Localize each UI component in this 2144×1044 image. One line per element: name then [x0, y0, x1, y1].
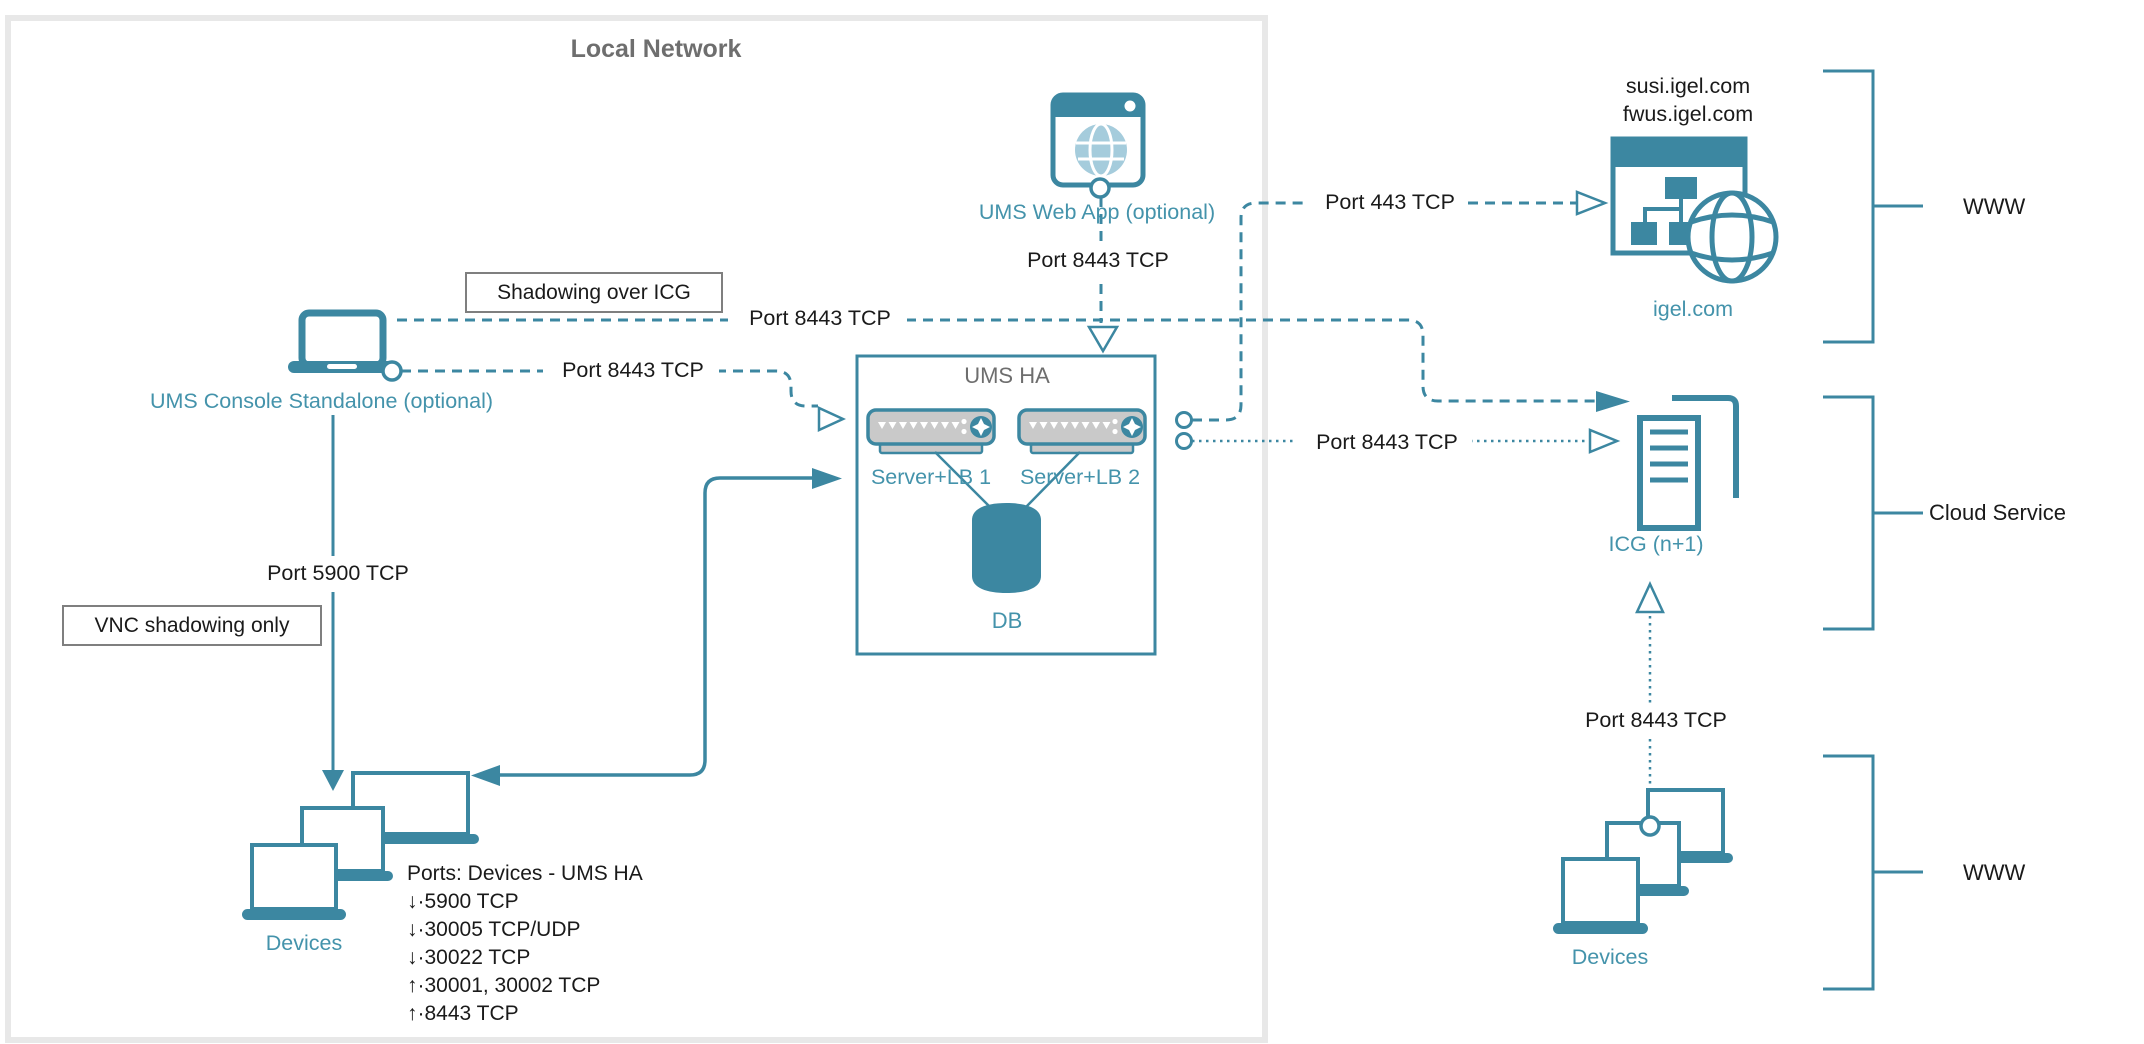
arrowhead-filled-into-devices — [471, 765, 500, 786]
db-icon — [972, 503, 1041, 593]
globe-icon — [1075, 124, 1127, 176]
server-lb1-label: Server+LB 1 — [870, 465, 992, 489]
ums-console-label: UMS Console Standalone (optional) — [150, 389, 494, 413]
devices-left-icon — [242, 771, 479, 920]
ports-note-line: ↓·30005 TCP/UDP — [407, 918, 581, 941]
icg-label: ICG (n+1) — [1608, 532, 1704, 556]
link-server1-db — [934, 451, 991, 508]
local-network-title: Local Network — [570, 35, 742, 63]
server-lb2-icon — [1017, 408, 1147, 455]
arrowhead-filled-into-umsha — [812, 468, 842, 489]
connector-circle-umsha-1 — [1175, 411, 1193, 429]
link-server2-db — [1025, 451, 1081, 508]
igel-com-label: igel.com — [1652, 297, 1734, 321]
port-label-console-umsha: Port 8443 TCP — [547, 358, 719, 383]
port-label-console-icg: Port 8443 TCP — [733, 306, 907, 331]
susi-domain-label: susi.igel.com — [1625, 74, 1751, 98]
edge-umsha-to-igel — [1192, 201, 1577, 422]
server-lb2-label: Server+LB 2 — [1019, 465, 1141, 489]
ports-note-line: ↑·8443 TCP — [407, 1002, 519, 1025]
port-label-umsha-icg: Port 8443 TCP — [1302, 430, 1472, 455]
devices-right-icon — [1553, 788, 1733, 934]
bracket-cloud-service — [1823, 395, 1923, 631]
devices-left-label: Devices — [265, 931, 343, 955]
edge-console-to-umsha — [401, 369, 818, 408]
arrowhead-open-into-icg — [1588, 428, 1621, 454]
group-cloud-service-label: Cloud Service — [1929, 500, 2066, 525]
icg-icon — [1637, 395, 1739, 531]
fwus-domain-label: fwus.igel.com — [1622, 102, 1754, 126]
arrowhead-filled-into-icg — [1596, 391, 1630, 412]
ports-note-line: ↓·30022 TCP — [407, 946, 531, 969]
port-label-5900: Port 5900 TCP — [252, 561, 424, 586]
ums-webapp-icon — [1050, 92, 1146, 199]
port-label-443: Port 443 TCP — [1312, 190, 1468, 215]
bracket-www-bottom — [1823, 754, 1923, 991]
ports-note-line: ↓·5900 TCP — [407, 890, 519, 913]
vnc-note-box: VNC shadowing only — [62, 605, 322, 646]
globe-wire-icon — [1685, 190, 1779, 284]
igel-com-icon — [1610, 136, 1779, 284]
db-label: DB — [991, 608, 1023, 633]
bracket-www-top — [1823, 69, 1923, 344]
ums-webapp-label: UMS Web App (optional) — [978, 200, 1216, 224]
arrowhead-open-up-icg — [1635, 581, 1665, 614]
arrowhead-filled-down-devices — [322, 770, 344, 791]
group-www-bottom-label: WWW — [1963, 860, 2026, 885]
arrowhead-open-into-umsha-left — [817, 406, 847, 432]
arrowhead-open-down-umsha — [1086, 325, 1120, 354]
edge-devices-to-umsha — [500, 476, 814, 777]
ports-note-line: ↑·30001, 30002 TCP — [407, 974, 601, 997]
connector-circle-devices-right — [1639, 815, 1661, 837]
group-www-top-label: WWW — [1963, 194, 2026, 219]
connector-circle-umsha-2 — [1175, 432, 1193, 450]
port-label-devices-icg: Port 8443 TCP — [1570, 708, 1742, 733]
edge-console-to-icg — [397, 318, 1596, 403]
shadowing-note-box: Shadowing over ICG — [465, 272, 723, 313]
umsha-title: UMS HA — [964, 363, 1050, 388]
arrowhead-open-into-igel — [1575, 190, 1609, 216]
port-label-webapp: Port 8443 TCP — [1012, 248, 1184, 273]
ports-note: Ports: Devices - UMS HA ↓·5900 TCP ↓·300… — [407, 860, 643, 1028]
ports-note-title: Ports: Devices - UMS HA — [407, 862, 643, 885]
ums-console-laptop-icon — [288, 309, 403, 382]
devices-right-label: Devices — [1571, 945, 1649, 969]
server-lb1-icon — [866, 408, 996, 455]
